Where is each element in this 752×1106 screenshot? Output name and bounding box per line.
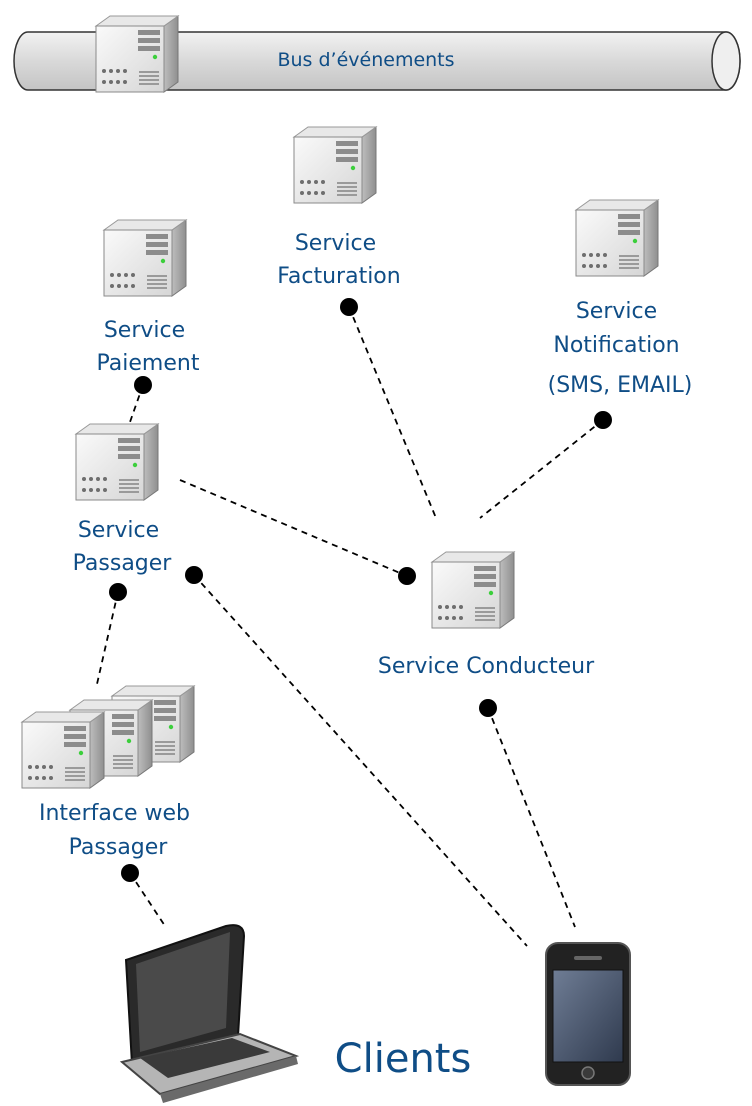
laptop-icon [119,924,300,1103]
label-line: Passager [69,835,169,860]
event-bus-pipe-end [711,31,741,91]
label-line: Paiement [97,351,200,376]
server-icon [75,423,159,501]
connector-dot [594,411,612,429]
service-paiement-label: Service Paiement [97,318,200,376]
service-conducteur-label: Service Conducteur [378,654,595,679]
connector-passager-mobile [193,574,528,947]
service-conducteur: Service Conducteur [378,551,595,679]
event-bus: Bus d’événements [13,15,741,93]
server-icon [575,199,659,277]
service-passager: Service Passager [73,423,173,576]
connector-dot [134,376,152,394]
connector-conducteur-mobile [487,707,576,928]
connectors [96,306,604,947]
connector-dot [185,566,203,584]
server-icon [431,551,515,629]
connector-dot [398,567,416,585]
label-line: Service [78,518,159,543]
label-line: Service [295,231,376,256]
label-line: Notification [553,333,679,358]
event-bus-label: Bus d’événements [277,49,454,71]
service-facturation-label: Service Facturation [277,231,400,289]
label-line: Facturation [277,264,400,289]
clients-label: Clients [335,1036,472,1082]
connector-interface-web-laptop [129,872,166,927]
connector-passager-conducteur [179,479,408,577]
label-line: Service [104,318,185,343]
connector-dot [109,583,127,601]
server-icon [103,219,187,297]
label-line: (SMS, EMAIL) [548,373,693,398]
service-notification-label: Service Notification (SMS, EMAIL) [548,299,693,398]
service-notification: Service Notification (SMS, EMAIL) [548,199,693,398]
connector-dot [121,864,139,882]
connector-dots [109,298,612,882]
interface-web-passager: Interface web Passager [21,685,197,860]
service-paiement: Service Paiement [97,219,200,376]
service-facturation: Service Facturation [277,126,401,289]
label-line: Interface web [39,801,190,826]
smartphone-icon [545,942,631,1086]
service-passager-label: Service Passager [73,518,173,576]
connector-facturation-conducteur [348,306,437,519]
connector-passager-interface-web [96,591,119,685]
connector-notification-conducteur [479,419,604,519]
server-icon [293,126,377,204]
server-cluster-icon [21,685,195,789]
connector-dot [479,699,497,717]
connector-dot [340,298,358,316]
label-line: Passager [73,551,173,576]
event-bus-server-icon [95,15,179,93]
interface-web-label: Interface web Passager [39,801,197,860]
label-line: Service [576,299,657,324]
